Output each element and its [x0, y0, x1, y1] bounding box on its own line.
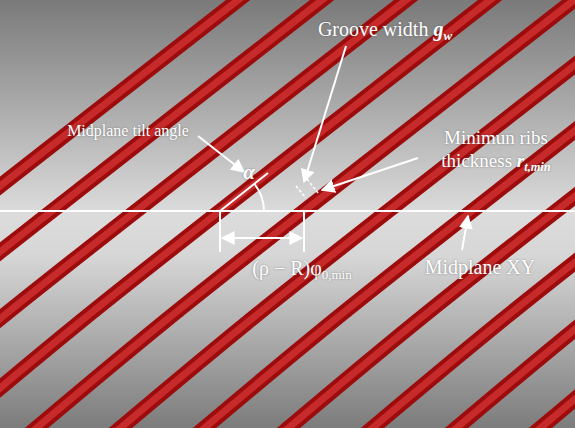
rib-groove-shade	[517, 0, 575, 428]
dimension-arrow	[222, 237, 302, 239]
midplane-line	[0, 210, 575, 212]
angle-symbol: α	[237, 160, 261, 185]
width-mark	[307, 179, 318, 193]
rib-groove-shade	[13, 0, 575, 428]
dimension-tick	[219, 211, 221, 252]
rib-groove-shade	[97, 0, 575, 428]
arc-length-label: (ρ − R)φ0,min	[217, 256, 387, 280]
width-mark	[296, 186, 306, 198]
tilt-angle-label: Midplane tilt angle	[48, 121, 208, 140]
rib-groove-shade	[181, 0, 575, 428]
rib-groove	[433, 0, 575, 428]
rib-groove	[13, 0, 575, 428]
rib-groove	[97, 0, 575, 428]
leader-arrow	[462, 216, 468, 250]
rib-groove	[517, 0, 575, 428]
rib-thickness-label: Minimun ribs thickness rt,min	[421, 127, 571, 173]
leader-arrow	[304, 46, 346, 182]
groove-width-label: Groove width gw	[285, 17, 485, 41]
rib-groove	[181, 0, 575, 428]
angle-arc	[255, 184, 265, 211]
rib-groove-shade	[433, 0, 575, 428]
leader-arrow	[198, 136, 244, 172]
leader-arrow	[322, 158, 418, 190]
midplane-label: Midplane XY	[405, 255, 555, 279]
dimension-tick	[303, 211, 305, 252]
